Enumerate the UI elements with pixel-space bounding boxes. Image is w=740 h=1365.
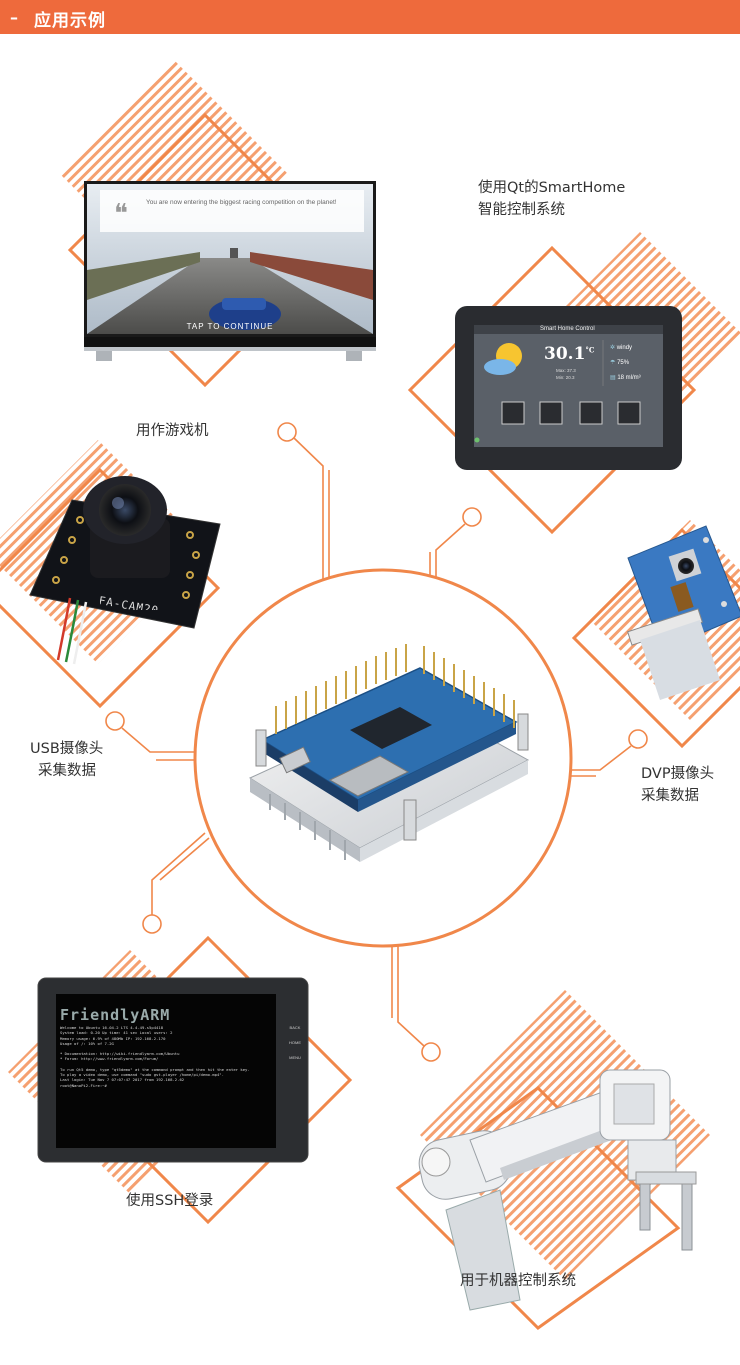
tablet-back-button: BACK [289,1025,301,1030]
label-usb-camera-line1: USB摄像头 [30,741,104,757]
pm-icon: ▤ [610,375,616,381]
label-ssh-login: 使用SSH登录 [126,1193,214,1209]
label-usb-camera-line2: 采集数据 [38,763,96,779]
camera-silkscreen: FA-CAM20 [100,594,161,610]
usb-camera-illustration: FA-CAM20 [0,440,221,709]
terminal-line: System load: 0.20 Up time: 41 sec Local … [60,1030,173,1036]
terminal-line: Welcome to Ubuntu 16.04.2 LTS 4.4.49-s5p… [60,1025,164,1030]
terminal-line: * Documentation: http://wiki.friendlyarm… [60,1051,180,1057]
terminal-line: Usage of /: 10% of 7.2G [60,1040,114,1046]
terminal-line: Last login: Tue Nov 7 07:07:47 2017 from… [60,1077,185,1083]
terminal-line: Memory usage: 6.9% of 480Mb IP: 192.168.… [60,1035,166,1041]
terminal-line: To run Qt5 demo, type "qt5demo" at the c… [60,1066,250,1072]
ssh-terminal-illustration: FriendlyARM Welcome to Ubuntu 16.04.2 LT… [8,935,353,1225]
temp-max: Max: 37.3 [556,368,576,373]
smarthome-tablet-illustration: Smart Home Control 30.1°C Max: 37.3Min: … [407,232,740,535]
label-dvp-camera-line1: DVP摄像头 [641,766,715,782]
label-smarthome-line1: 使用Qt的SmartHome [478,180,626,196]
label-dvp-camera-line2: 采集数据 [641,788,699,804]
tablet-home-button: HOME [289,1040,301,1045]
tv-quote-text: You are now entering the biggest racing … [146,199,337,206]
wind-value: windy [616,345,633,351]
tv-game-illustration: ❝ You are now entering the biggest racin… [60,60,376,388]
panel-tile-light [501,401,525,425]
connector-lines [105,422,648,1062]
pm-value: 18 ml/m³ [617,375,641,381]
node-game [277,422,297,442]
application-illustration: ❝ You are now entering the biggest racin… [0,60,740,1330]
terminal-line: * Forum: http://www.friendlyarm.com/Foru… [60,1056,159,1062]
wind-icon: ✲ [610,345,616,351]
label-robot-control: 用于机器控制系统 [460,1273,576,1289]
node-ssh [142,914,162,934]
temperature-value: 30.1 [544,344,586,364]
dvp-camera-illustration [571,520,740,749]
humidity-value: 75% [617,360,630,366]
panel-tile-window [579,401,603,425]
label-smarthome-line2: 智能控制系统 [478,202,565,218]
temperature-unit: °C [585,345,595,355]
node-usb [105,711,125,731]
node-smarthome [462,507,482,527]
nanopi-board [248,644,530,862]
tv-tap-text: TAP TO CONTINUE [186,322,274,331]
humidity-icon: ☂ [610,360,616,366]
label-game-console: 用作游戏机 [136,423,209,439]
panel-tile-door [617,401,641,425]
tablet-menu-button: MENU [289,1055,301,1060]
header-dash: – [10,8,18,27]
node-dvp [628,729,648,749]
section-title: 应用示例 [34,11,106,31]
panel-title-text: Smart Home Control [540,326,595,332]
section-header: – 应用示例 [0,0,740,34]
svg-text:❝: ❝ [114,199,128,229]
panel-tile-devices [539,401,563,425]
cloud-icon [484,359,516,375]
robot-arm-illustration [395,990,710,1330]
temp-min: Min: 20.3 [556,375,575,380]
node-robot [421,1042,441,1062]
terminal-banner: FriendlyARM [60,1006,171,1024]
terminal-prompt: root@NanoPi2-Fire:~# [60,1082,107,1088]
terminal-line: To play a video demo, use command "sudo … [60,1072,224,1078]
